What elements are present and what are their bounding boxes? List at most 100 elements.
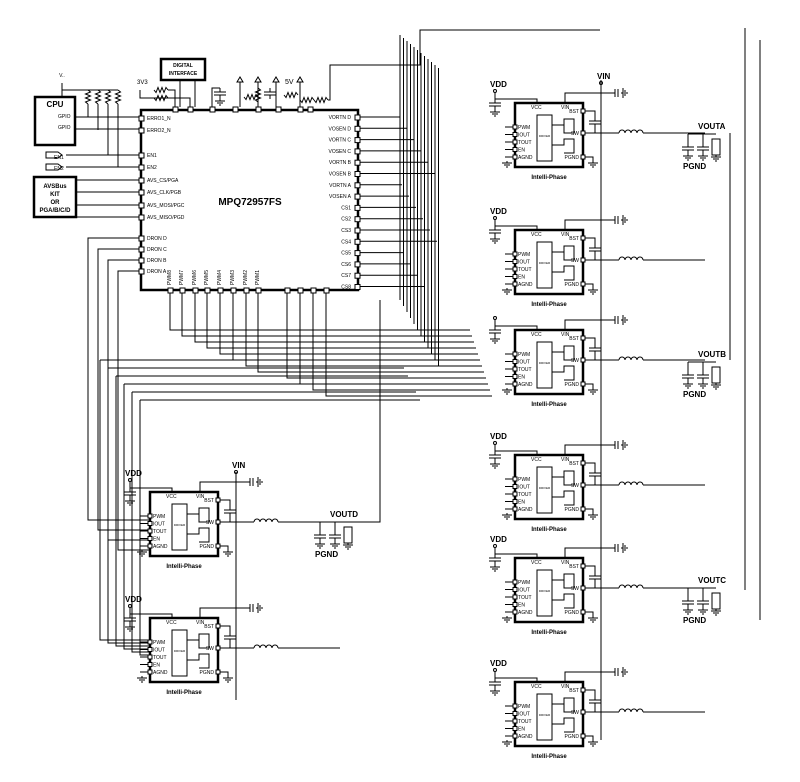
chip-pin (138, 152, 145, 159)
ground-icon (683, 608, 693, 615)
phase-pin-label: TOUT (153, 529, 167, 535)
phase-pin (147, 662, 153, 667)
phase-pin-label: PWM (518, 477, 530, 483)
chip-pin-label: AVS_MISO/PGD (147, 215, 185, 221)
capacitor-icon (682, 143, 694, 154)
phase-pin-label: EN (518, 500, 525, 506)
ground-icon (588, 388, 598, 395)
ground-icon (711, 609, 721, 616)
phase-pin-label: PWM (518, 252, 530, 258)
phase-pin (512, 484, 518, 489)
ground-icon (502, 513, 512, 520)
phase-pin (215, 543, 221, 549)
phase-pin-label: PGND (565, 282, 580, 288)
phase-title: Intelli-Phase (531, 630, 567, 636)
mosfet-icon (552, 470, 575, 506)
inductor-icon (253, 518, 279, 523)
chip-pin-label: PWM5 (204, 270, 210, 285)
phase-pin (512, 259, 518, 264)
wire (494, 220, 538, 230)
phase-pin (512, 711, 518, 716)
phase-pin (512, 132, 518, 137)
node-icon (128, 604, 132, 608)
chip-pin (230, 287, 237, 294)
ground-icon (683, 382, 693, 389)
chip-pin (323, 287, 330, 294)
capacitor-icon (589, 469, 601, 480)
chip-pin (138, 257, 145, 264)
chip-pin (354, 204, 361, 211)
phase-pin-label: VIN (561, 105, 570, 111)
chip-pin (217, 287, 224, 294)
wire (564, 671, 615, 682)
main-controller-chip: MPQ72957FS ERRO1_NERRO2_NEN1EN2AVS_CS/PG… (138, 106, 361, 294)
mosfet-icon (552, 697, 575, 733)
resistor-icon (299, 96, 315, 104)
chip-pin (310, 287, 317, 294)
wire (194, 293, 474, 343)
capacitor-icon (697, 597, 709, 608)
phase-pin-label: EN (518, 727, 525, 733)
ground-icon (125, 625, 135, 632)
ground-icon (256, 477, 263, 487)
driver-label: DRIVER (539, 486, 551, 490)
chip-pin-label: VORTN D (329, 115, 352, 121)
connector-icon (45, 151, 63, 159)
phase-pin-label: PWM (518, 704, 530, 710)
chip-pin-label: VORTN B (329, 160, 352, 166)
phase-pin-label: PGND (565, 382, 580, 388)
ground-icon (137, 676, 147, 683)
driver-label: DRIVER (174, 523, 186, 527)
capacitor-icon (214, 88, 226, 99)
chip-pin-label: PWM4 (217, 270, 223, 285)
phase-pin-label: PWM (153, 514, 165, 520)
phase-pin-label: VIN (561, 684, 570, 690)
wire (115, 376, 150, 647)
chip-pin-label: VOSEN A (329, 194, 352, 200)
digital-interface-label: INTERFACE (169, 71, 198, 77)
chip-pin (354, 216, 361, 223)
phase-pin (512, 266, 518, 272)
capacitor-icon (589, 244, 601, 255)
chip-pin (172, 106, 179, 113)
phase-pin-label: AGND (518, 734, 533, 740)
chip-pin (138, 164, 145, 171)
wire (585, 735, 594, 740)
phase-pin-label: VCC (531, 105, 542, 111)
phase-pin-label: BST (569, 564, 579, 570)
wire (107, 368, 150, 644)
chip-pin-label: PWM2 (243, 270, 249, 285)
chip-pin-label: DRON A (147, 269, 167, 275)
phase-title: Intelli-Phase (531, 402, 567, 408)
capacitor-icon (489, 451, 501, 462)
phase-pin (580, 130, 586, 136)
inductor-icon (618, 584, 644, 589)
phase-pin-label: PGND (200, 670, 215, 676)
wire (87, 237, 150, 521)
output-label: VOUTA (698, 122, 726, 131)
avs-label: PGA/B/C/D (39, 208, 71, 214)
wire (494, 672, 538, 682)
phase-pin-label: SW (571, 483, 579, 489)
chip-pin-label: DRON C (147, 247, 167, 253)
phase-pin (580, 281, 586, 287)
phase-pin-label: VCC (531, 684, 542, 690)
wire (585, 156, 594, 161)
phase-pin (580, 257, 586, 263)
chip-pin (354, 272, 361, 279)
ground-icon (343, 543, 353, 550)
phase-pin-label: IOUT (518, 260, 530, 266)
ground-icon (698, 382, 708, 389)
ground-icon (137, 550, 147, 557)
phase-pin-label: EN (153, 663, 160, 669)
phase-title: Intelli-Phase (531, 302, 567, 308)
phase-pin (512, 594, 518, 600)
capacitor-icon (124, 488, 136, 499)
chip-pin-label: CS6 (341, 262, 351, 268)
phase-pin (512, 351, 518, 357)
resistor-icon (153, 94, 169, 102)
chip-pin (354, 193, 361, 200)
capacitor-icon (489, 554, 501, 565)
output-label: VOUTD (330, 510, 358, 519)
